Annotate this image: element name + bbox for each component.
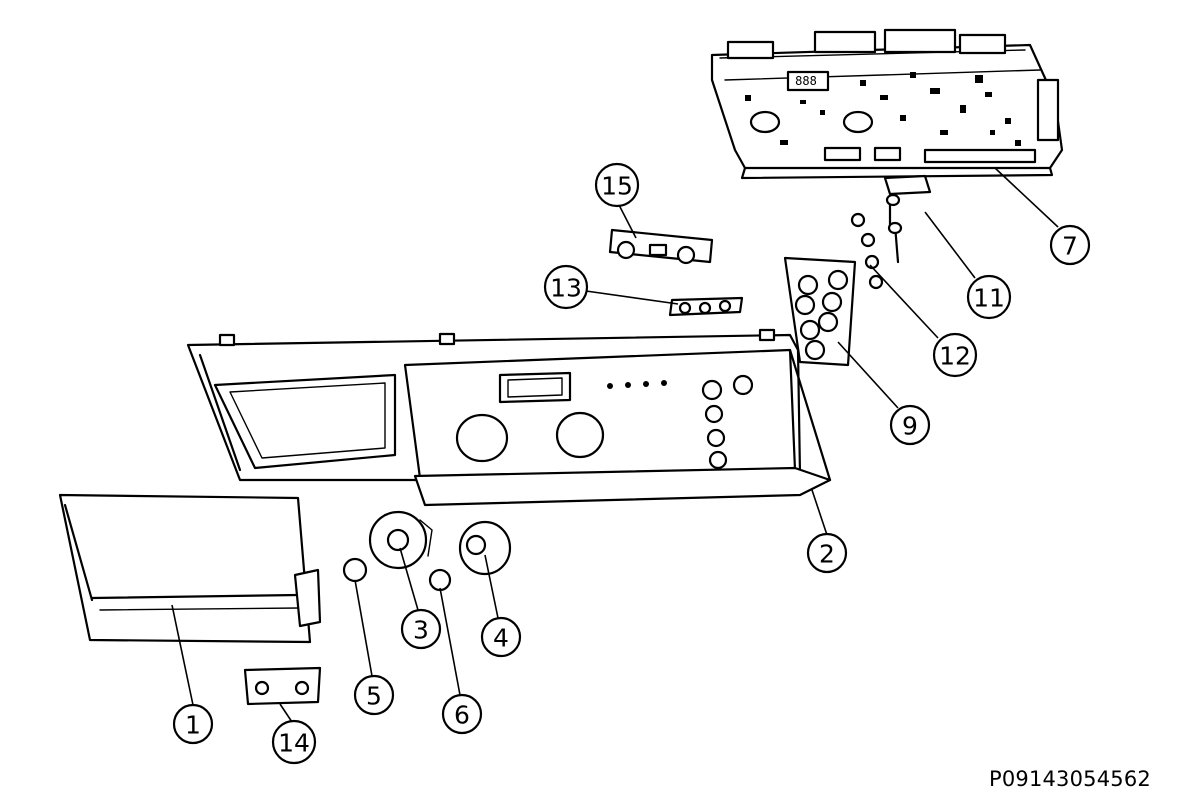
- part-13-light-pipe-drawing: [668, 296, 744, 317]
- leader-15: [617, 202, 637, 239]
- callout-1-label: 1: [185, 711, 201, 740]
- callout-2-label: 2: [819, 540, 835, 569]
- callout-15-label: 15: [601, 172, 633, 201]
- leader-7: [994, 167, 1059, 228]
- leader-1: [171, 604, 194, 706]
- leader-12: [869, 264, 939, 339]
- reference-code: P09143054562: [988, 767, 1151, 791]
- callout-3: 3: [400, 608, 442, 650]
- callout-11-label: 11: [973, 284, 1005, 313]
- part-2-control-panel-drawing: [186, 328, 832, 507]
- callout-7-label: 7: [1062, 232, 1078, 261]
- leader-13: [585, 290, 679, 305]
- leader-14: [279, 703, 293, 723]
- leader-11: [924, 211, 976, 279]
- leader-lines: [171, 167, 1059, 723]
- part-5-cap-drawing: [342, 557, 368, 583]
- leader-2: [811, 489, 828, 536]
- callout-13-label: 13: [550, 274, 582, 303]
- callout-14: 14: [271, 719, 317, 765]
- callout-4: 4: [480, 616, 522, 658]
- part-6-cap-drawing: [428, 568, 452, 592]
- callout-3-label: 3: [413, 616, 429, 645]
- part-1-drawer-drawing: [58, 493, 322, 644]
- callout-13: 13: [543, 264, 589, 310]
- callout-7: 7: [1049, 224, 1091, 266]
- part-11-screws-drawing: [883, 174, 932, 264]
- part-14-insert-drawing: [243, 666, 322, 706]
- callout-5: 5: [353, 674, 395, 716]
- part-9-button-board-drawing: [783, 256, 857, 367]
- callout-6-label: 6: [454, 701, 470, 730]
- callout-14-label: 14: [278, 729, 310, 758]
- callout-1: 1: [172, 703, 214, 745]
- svg-text:888: 888: [795, 74, 817, 88]
- callout-5-label: 5: [366, 682, 382, 711]
- callout-11: 11: [966, 274, 1012, 320]
- part-7-pcb-drawing: 888: [710, 28, 1064, 180]
- leader-6: [439, 587, 461, 696]
- callout-6: 6: [441, 693, 483, 735]
- part-3-selector-drawing: [368, 510, 433, 570]
- part-12-nuts-drawing: [850, 212, 884, 290]
- callout-9-label: 9: [902, 412, 918, 441]
- leader-5: [354, 579, 373, 677]
- part-15-small-board-drawing: [608, 228, 714, 265]
- callout-15: 15: [594, 162, 640, 208]
- leader-4: [484, 554, 499, 619]
- callout-9: 9: [889, 404, 931, 446]
- leader-9: [837, 341, 899, 409]
- part-4-selector-drawing: [458, 520, 512, 576]
- callout-12: 12: [932, 332, 978, 378]
- callout-4-label: 4: [493, 624, 509, 653]
- callout-12-label: 12: [939, 342, 971, 371]
- callout-2: 2: [806, 532, 848, 574]
- leader-3: [399, 547, 419, 611]
